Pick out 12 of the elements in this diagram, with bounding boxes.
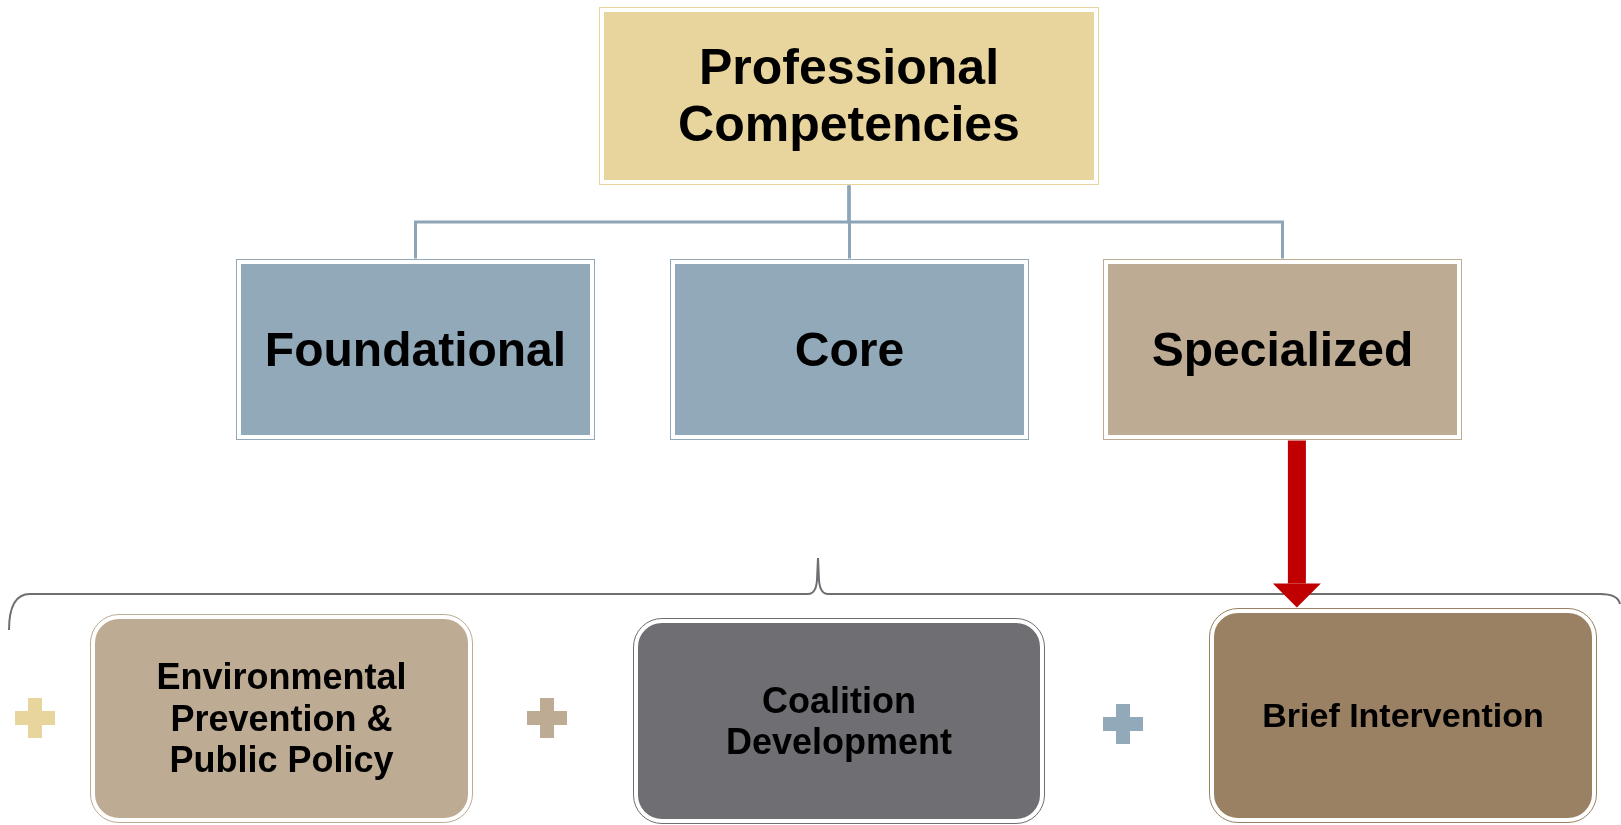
box-label: Foundational bbox=[264, 321, 567, 378]
box-label: Environmental Prevention & Public Policy bbox=[155, 656, 408, 781]
block-arrow bbox=[1272, 440, 1321, 608]
competency-box bbox=[634, 619, 1044, 823]
connector-line bbox=[847, 185, 1284, 259]
box-label: Specialized bbox=[1151, 321, 1414, 378]
box-label: Coalition Development bbox=[724, 679, 954, 763]
box-label: Brief Intervention bbox=[1262, 695, 1544, 736]
box-label: Core bbox=[794, 321, 905, 378]
competency-box bbox=[1210, 609, 1596, 822]
competency-box bbox=[91, 615, 472, 822]
box-label: Professional Competencies bbox=[677, 38, 1021, 154]
